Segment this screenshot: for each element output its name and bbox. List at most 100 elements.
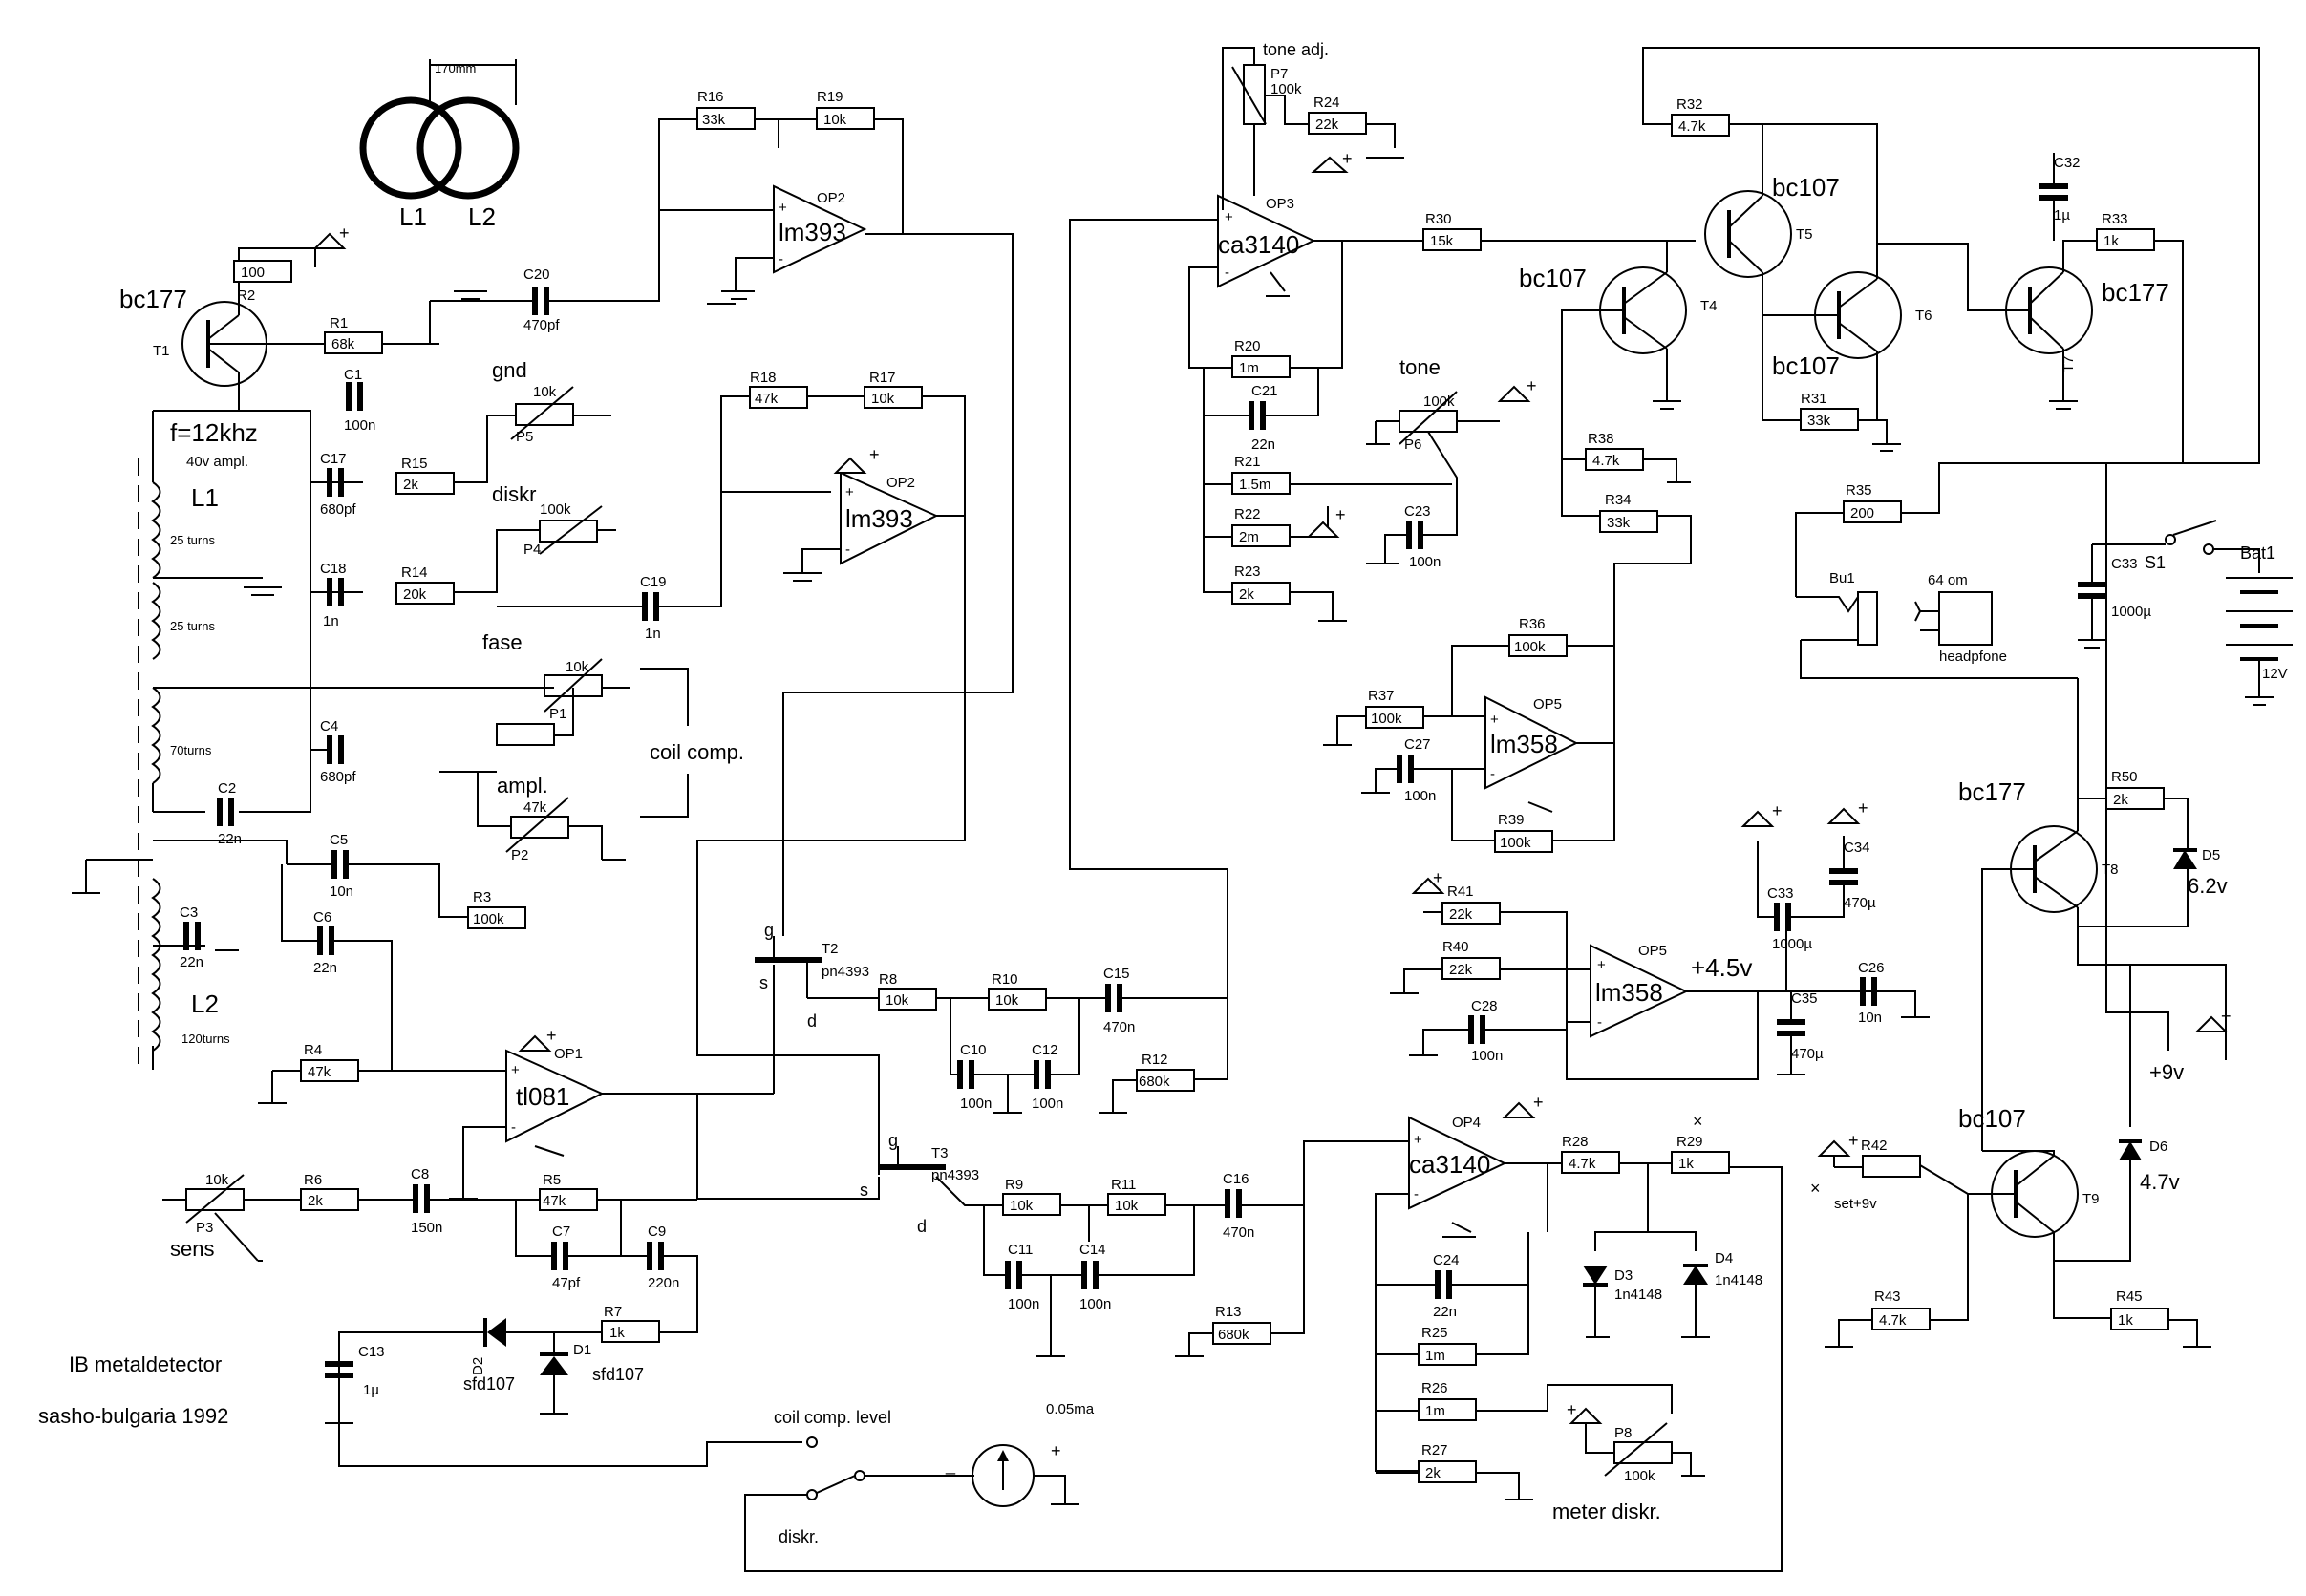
resistor-r49: 2k R50	[2105, 769, 2165, 810]
svg-text:C3: C3	[180, 904, 198, 921]
svg-text:680k: 680k	[1139, 1074, 1170, 1090]
svg-text:+: +	[546, 1026, 557, 1045]
svg-text:100k: 100k	[473, 911, 504, 927]
p5-name: gnd	[492, 358, 527, 382]
svg-text:10k: 10k	[566, 659, 589, 675]
svg-text:1µ: 1µ	[363, 1382, 379, 1398]
resistor-r32: 4.7k R32	[1671, 96, 1730, 137]
capacitor-c28: C33 1000µ	[1767, 885, 1812, 952]
svg-text:R11: R11	[1111, 1177, 1136, 1193]
capacitor-c16: C16 470n	[1223, 1171, 1254, 1241]
svg-text:R4: R4	[304, 1042, 322, 1058]
svg-text:+: +	[1414, 1132, 1422, 1148]
svg-text:P5: P5	[516, 429, 533, 445]
svg-text:meter diskr.: meter diskr.	[1552, 1500, 1661, 1523]
resistor-r35: 200 R35	[1843, 482, 1902, 523]
headphone-jack[interactable]: Bu1	[1796, 570, 1878, 646]
svg-text:47k: 47k	[755, 391, 779, 407]
svg-text:g: g	[888, 1131, 898, 1150]
svg-text:R23: R23	[1234, 564, 1261, 580]
potentiometer-p8[interactable]: meter diskr. P8 100k	[1552, 1422, 1673, 1523]
svg-text:+: +	[1225, 209, 1233, 225]
potentiometer-p1[interactable]: fase 10k P1	[482, 630, 603, 722]
resistor-r15: 2k R15	[395, 456, 455, 495]
svg-text:R50: R50	[2111, 769, 2138, 785]
svg-text:lm358: lm358	[1490, 730, 1558, 758]
capacitor-c3: C3 22n	[180, 904, 203, 970]
svg-text:10k: 10k	[205, 1172, 229, 1188]
svg-text:100k: 100k	[540, 501, 571, 518]
svg-text:100n: 100n	[1079, 1296, 1111, 1312]
svg-text:P8: P8	[1614, 1425, 1632, 1441]
svg-text:R1: R1	[330, 315, 348, 331]
potentiometer-p5[interactable]: gnd 10k P5	[492, 358, 574, 445]
svg-text:S1: S1	[2145, 553, 2166, 572]
svg-text:T7: T7	[2060, 355, 2077, 372]
svg-text:10k: 10k	[886, 992, 909, 1009]
transistor-t9: bc107 T9	[1958, 1104, 2100, 1238]
svg-text:R5: R5	[543, 1172, 561, 1188]
svg-text:P2: P2	[511, 847, 528, 863]
potentiometer-p3[interactable]: sens 10k P3	[170, 1172, 245, 1261]
svg-text:47k: 47k	[543, 1193, 566, 1209]
resistor-r41: 22k R41	[1441, 883, 1501, 925]
capacitor-c13: C13 1µ	[325, 1344, 385, 1398]
svg-text:47k: 47k	[523, 799, 547, 816]
svg-text:1k: 1k	[2103, 233, 2119, 249]
resistor-r40: 22k R40	[1441, 939, 1501, 980]
resistor-r16: 33k R16	[696, 89, 756, 130]
capacitor-c15: C15 470n	[1103, 966, 1135, 1035]
svg-text:C7: C7	[552, 1224, 570, 1240]
svg-text:22n: 22n	[1433, 1304, 1457, 1320]
resistor-r45: 1k R45	[2110, 1288, 2169, 1330]
svg-text:bc177: bc177	[1958, 777, 2026, 806]
svg-text:pn4393: pn4393	[931, 1167, 979, 1183]
diode-d2: D2 sfd107	[463, 1318, 515, 1394]
opamp-op5-upper: + - lm358 OP5	[1484, 695, 1579, 790]
resistor-r17: 10k R17	[864, 370, 923, 409]
svg-text:P1: P1	[549, 706, 566, 722]
svg-text:C4: C4	[320, 718, 338, 734]
resistor-r43: 4.7k R43	[1871, 1288, 1931, 1330]
t1-part: bc177	[119, 285, 187, 313]
switch-s1[interactable]: S1	[2145, 520, 2217, 572]
svg-text:470pf: 470pf	[523, 317, 560, 333]
potentiometer-p7[interactable]: tone adj. P7 100k	[1231, 40, 1329, 125]
opamp-op1: + - tl081 OP1	[505, 1046, 605, 1143]
amplitude-label: 40v ampl.	[186, 454, 248, 470]
svg-text:+: +	[1858, 798, 1868, 818]
p1-name: fase	[482, 630, 523, 654]
resistor-r4: 47k R4	[300, 1042, 359, 1082]
opamp-op3: + - ca3140 OP3	[1217, 194, 1316, 288]
svg-text:R37: R37	[1368, 688, 1395, 704]
svg-text:+: +	[779, 200, 787, 216]
potentiometer-p6[interactable]: tone 100k P6	[1399, 355, 1458, 453]
potentiometer-p2[interactable]: ampl. 47k P2	[497, 774, 569, 863]
svg-text:C2: C2	[218, 780, 236, 797]
svg-text:R36: R36	[1519, 616, 1546, 632]
svg-text:1n4148: 1n4148	[1715, 1272, 1762, 1288]
svg-text:R27: R27	[1421, 1442, 1448, 1458]
resistor-r36: 100k R36	[1508, 616, 1568, 657]
svg-text:D4: D4	[1715, 1250, 1733, 1266]
svg-text:P6: P6	[1404, 436, 1421, 453]
svg-text:1.5m: 1.5m	[1239, 477, 1270, 493]
svg-text:470n: 470n	[1223, 1224, 1254, 1241]
svg-text:-: -	[779, 251, 783, 267]
svg-text:22n: 22n	[180, 954, 203, 970]
svg-text:P3: P3	[196, 1220, 213, 1236]
resistor-r26: 1m R26	[1418, 1380, 1477, 1421]
svg-text:100k: 100k	[1371, 711, 1402, 727]
capacitor-c8: C8 150n	[411, 1166, 442, 1236]
svg-text:R20: R20	[1234, 338, 1261, 354]
p4-name: diskr	[492, 482, 536, 506]
svg-text:15k: 15k	[1430, 233, 1454, 249]
resistor-r38: 4.7k R38	[1585, 431, 1644, 471]
svg-text:R14: R14	[401, 564, 428, 581]
title: IB metaldetector	[69, 1352, 222, 1376]
resistor-r30: 15k R30	[1422, 211, 1482, 251]
potentiometer-p4[interactable]: diskr 100k P4	[492, 482, 603, 558]
capacitor-c5: C5 10n	[330, 832, 353, 900]
svg-text:C23: C23	[1404, 503, 1431, 520]
svg-text:tone: tone	[1399, 355, 1441, 379]
